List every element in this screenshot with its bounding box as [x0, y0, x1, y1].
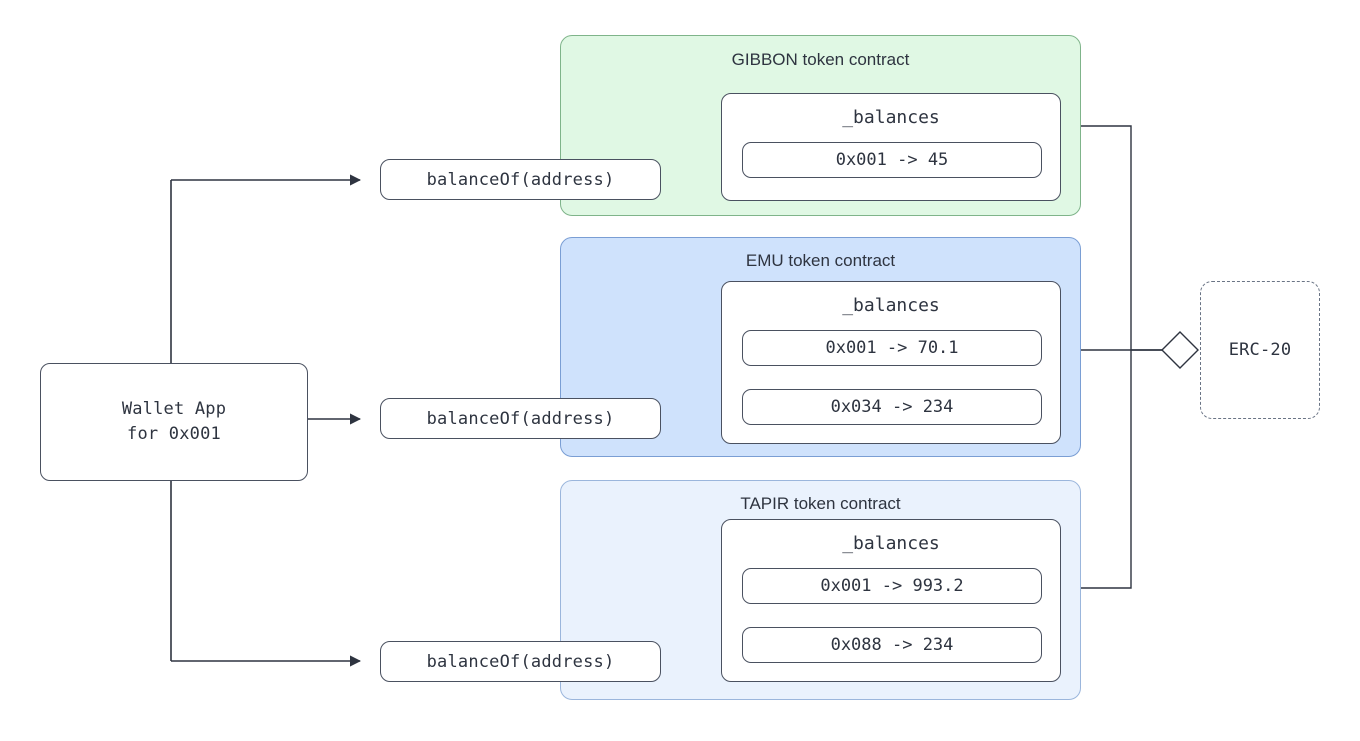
erc20-standard-label: ERC-20 — [1228, 340, 1292, 360]
wallet-app-line1: Wallet App — [121, 399, 227, 420]
contracts-to-erc20-edges — [1081, 125, 1199, 589]
wallet-app-label: Wallet App for 0x001 — [122, 397, 226, 446]
balances-map-gibbon: _balances 0x001 -> 45 — [721, 93, 1061, 201]
balanceof-call-label: balanceOf(address) — [426, 408, 615, 429]
balance-entry: 0x034 -> 234 — [742, 389, 1042, 425]
balance-entry: 0x001 -> 45 — [742, 142, 1042, 178]
balanceof-call-gibbon[interactable]: balanceOf(address) — [380, 159, 661, 200]
balance-entry: 0x001 -> 70.1 — [742, 330, 1042, 366]
balanceof-call-tapir[interactable]: balanceOf(address) — [380, 641, 661, 682]
balances-label: _balances — [842, 533, 940, 554]
wallet-app-line2: for 0x001 — [127, 424, 221, 444]
balanceof-call-label: balanceOf(address) — [426, 169, 615, 190]
balanceof-call-label: balanceOf(address) — [426, 651, 615, 672]
balances-label: _balances — [842, 295, 940, 316]
balances-label: _balances — [842, 107, 940, 128]
contract-title-gibbon: GIBBON token contract — [731, 50, 910, 69]
contract-group-gibbon[interactable]: GIBBON token contract _balances 0x001 ->… — [560, 35, 1081, 216]
balance-entry: 0x088 -> 234 — [742, 627, 1042, 663]
contract-title-emu: EMU token contract — [745, 251, 896, 270]
contract-title-tapir: TAPIR token contract — [740, 494, 901, 513]
erc20-standard-node[interactable]: ERC-20 — [1200, 281, 1320, 419]
balances-map-tapir: _balances 0x001 -> 993.2 0x088 -> 234 — [721, 519, 1061, 682]
balances-map-emu: _balances 0x001 -> 70.1 0x034 -> 234 — [721, 281, 1061, 444]
balanceof-call-emu[interactable]: balanceOf(address) — [380, 398, 661, 439]
wallet-app-node[interactable]: Wallet App for 0x001 — [40, 363, 308, 481]
balance-entry: 0x001 -> 993.2 — [742, 568, 1042, 604]
